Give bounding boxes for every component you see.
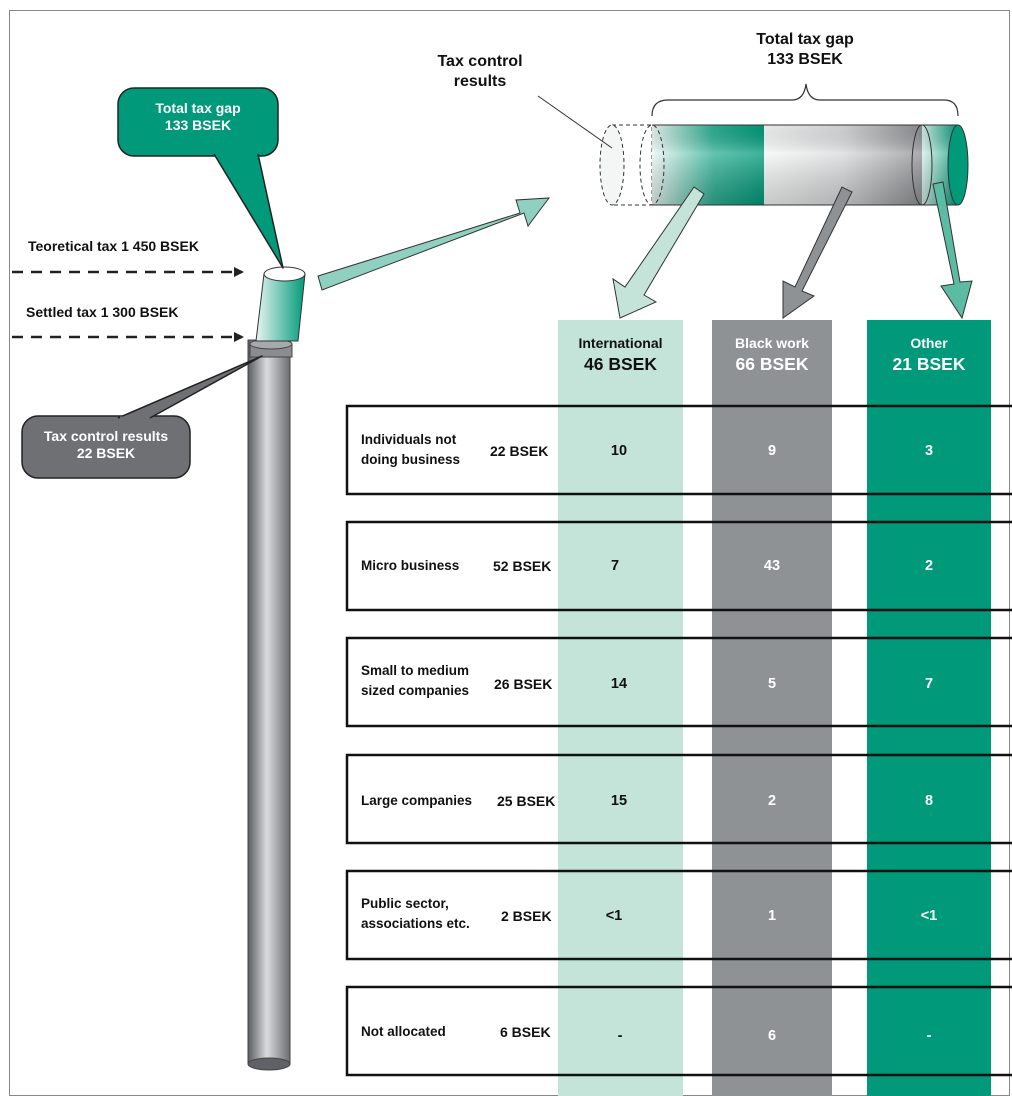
row-box-1 <box>345 404 1012 496</box>
row-box-2 <box>345 520 1012 612</box>
row-1-amount: 22 BSEK <box>490 443 549 459</box>
row-4-other: 8 <box>924 793 934 809</box>
row-4-label-line1: Large companies <box>361 793 473 808</box>
row-2-other: 2 <box>924 558 934 574</box>
row-5-amount: 2 BSEK <box>501 908 552 924</box>
arrow-black-work <box>782 186 853 319</box>
tax-control-header-line2: results <box>453 73 507 90</box>
zoom-arrow <box>317 197 551 291</box>
row-boxes <box>345 404 1012 1077</box>
arrow-other <box>932 181 973 320</box>
row-6-label-line1: Not allocated <box>361 1024 446 1039</box>
callout-total-gap-line2: 133 BSEK <box>164 117 232 133</box>
callout-total-gap-text: Total tax gap 133 BSEK <box>118 100 278 134</box>
row-2-international: 7 <box>610 558 620 574</box>
control-results-leader <box>537 95 613 149</box>
total-tax-gap-header-line2: 133 BSEK <box>767 51 843 68</box>
row-2-label-line1: Micro business <box>361 558 460 573</box>
row-3-amount: 26 BSEK <box>494 676 553 692</box>
row-3-international: 14 <box>610 676 628 692</box>
row-6-other: - <box>926 1028 932 1044</box>
row-box-5 <box>345 869 1012 961</box>
column-band-black-work <box>712 320 832 1096</box>
column-band-other <box>867 320 991 1096</box>
callout-control-line2: 22 BSEK <box>76 445 136 461</box>
row-3-label-line2: sized companies <box>361 683 470 698</box>
row-5-label-line2: associations etc. <box>361 916 470 931</box>
row-3-label: Small to medium sized companies <box>361 661 469 701</box>
row-box-6 <box>345 985 1012 1077</box>
row-5-label-line1: Public sector, <box>361 896 449 911</box>
tax-pole <box>247 266 306 1071</box>
column-total-other: 21 BSEK <box>892 354 966 374</box>
row-1-label-line2: doing business <box>361 452 461 467</box>
theoretical-tax-label: Teoretical tax 1 450 BSEK <box>28 238 199 254</box>
tax-control-results-header: Tax control results <box>405 52 555 92</box>
row-1-international: 10 <box>610 443 628 459</box>
row-1-other: 3 <box>924 443 934 459</box>
column-header-international: International 46 BSEK <box>558 334 683 376</box>
column-total-black-work: 66 BSEK <box>735 354 809 374</box>
row-6-amount: 6 BSEK <box>500 1024 551 1040</box>
total-tax-gap-header-line1: Total tax gap <box>756 31 854 48</box>
row-4-amount: 25 BSEK <box>497 793 556 809</box>
row-5-label: Public sector, associations etc. <box>361 894 470 934</box>
row-6-international: - <box>617 1028 623 1044</box>
row-4-label: Large companies <box>361 791 472 811</box>
row-1-black-work: 9 <box>767 443 777 459</box>
total-gap-brace <box>651 83 959 117</box>
column-name-other: Other <box>910 335 948 351</box>
column-name-black-work: Black work <box>735 335 809 351</box>
row-4-black-work: 2 <box>767 793 777 809</box>
column-band-international <box>558 320 683 1096</box>
row-3-black-work: 5 <box>767 676 777 692</box>
column-total-international: 46 BSEK <box>584 354 657 374</box>
row-4-international: 15 <box>610 793 628 809</box>
callout-tax-control-results <box>21 355 263 479</box>
row-1-label: Individuals not doing business <box>361 430 460 470</box>
row-6-label: Not allocated <box>361 1022 446 1042</box>
row-box-4 <box>345 753 1012 845</box>
total-tax-gap-header: Total tax gap 133 BSEK <box>710 30 900 70</box>
row-1-label-line1: Individuals not <box>361 432 457 447</box>
row-2-label: Micro business <box>361 556 459 576</box>
row-2-amount: 52 BSEK <box>493 558 552 574</box>
callout-control-line1: Tax control results <box>43 428 169 444</box>
callout-total-gap-line1: Total tax gap <box>155 100 241 116</box>
row-2-black-work: 43 <box>763 558 781 574</box>
arrow-international <box>612 186 705 319</box>
row-3-label-line1: Small to medium <box>361 663 470 678</box>
row-6-black-work: 6 <box>767 1028 777 1044</box>
tax-gap-tube <box>599 124 969 206</box>
callout-total-tax-gap <box>117 87 284 269</box>
settled-tax-label: Settled tax 1 300 BSEK <box>26 304 179 320</box>
tax-control-header-line1: Tax control <box>437 53 523 70</box>
column-header-black-work: Black work 66 BSEK <box>712 334 832 376</box>
row-5-international: <1 <box>605 908 623 924</box>
column-name-international: International <box>578 335 663 351</box>
callout-control-results-text: Tax control results 22 BSEK <box>22 428 190 462</box>
column-header-other: Other 21 BSEK <box>867 334 991 376</box>
row-5-black-work: 1 <box>767 908 777 924</box>
row-5-other: <1 <box>920 908 938 924</box>
row-3-other: 7 <box>924 676 934 692</box>
row-box-3 <box>345 636 1012 728</box>
